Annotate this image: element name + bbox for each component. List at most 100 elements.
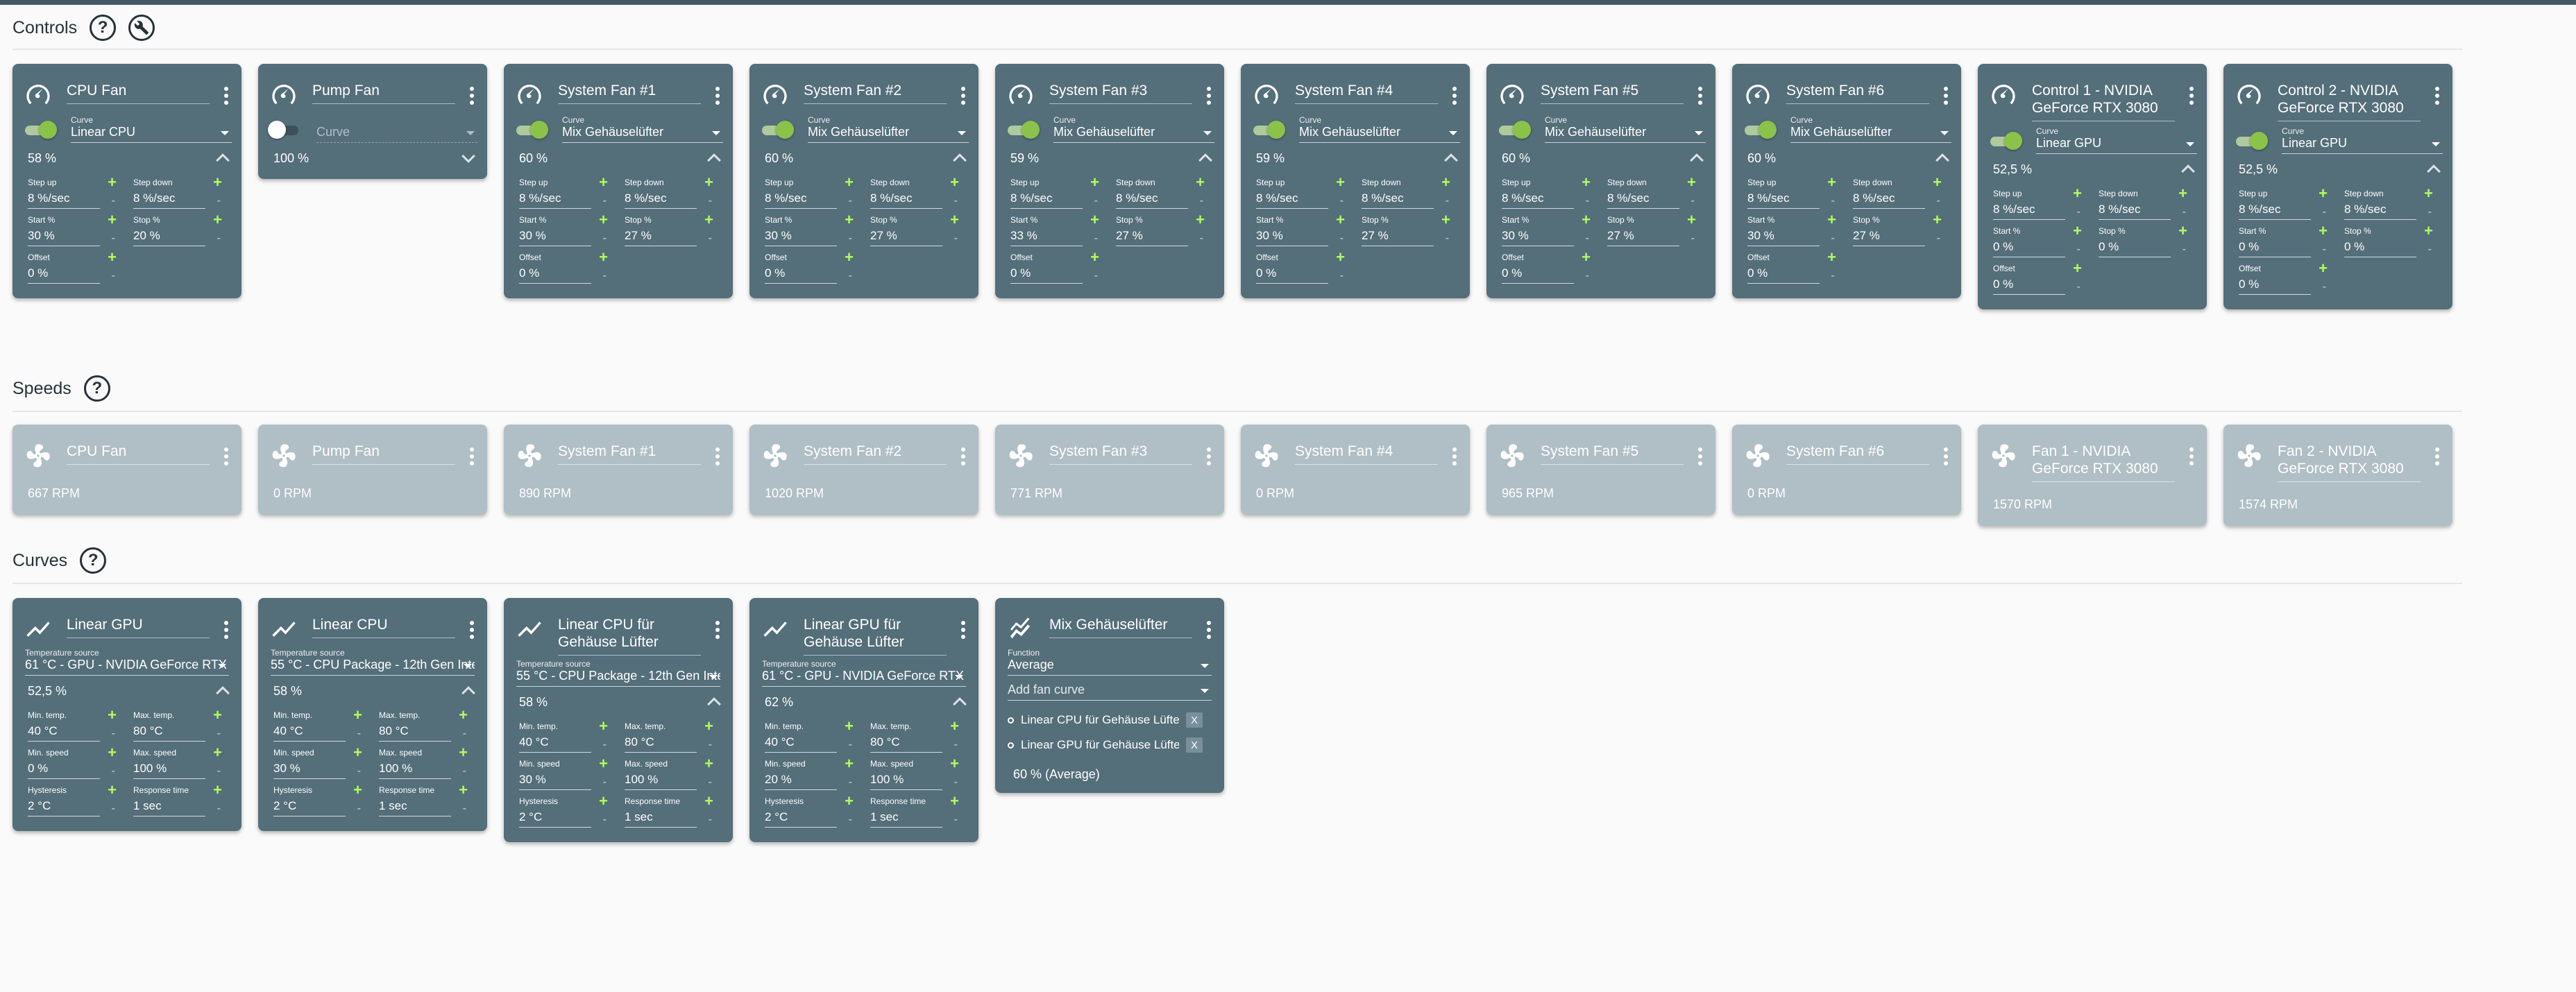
- minus-icon[interactable]: -: [2322, 206, 2326, 218]
- minus-icon[interactable]: -: [602, 270, 607, 282]
- min-temp-value[interactable]: 40 °C: [28, 723, 100, 742]
- more-vert-icon[interactable]: [466, 617, 477, 642]
- chevron-up-icon[interactable]: [216, 153, 230, 167]
- plus-icon[interactable]: +: [950, 173, 959, 191]
- more-vert-icon[interactable]: [1203, 617, 1214, 642]
- card-name-field[interactable]: System Fan #6: [1786, 82, 1929, 104]
- dropdown-arrow-icon[interactable]: [1203, 131, 1212, 135]
- stop-percent-field[interactable]: Stop %27 %+-: [1853, 212, 1946, 250]
- min-speed-value[interactable]: 20 %: [765, 771, 837, 790]
- minus-icon[interactable]: -: [1199, 195, 1203, 207]
- current-percent-row[interactable]: 52,5 %: [12, 676, 242, 706]
- minus-icon[interactable]: -: [1445, 232, 1449, 244]
- min-temp-field[interactable]: Min. temp.40 °C+-: [519, 719, 612, 756]
- minus-icon[interactable]: -: [1094, 232, 1098, 244]
- stop-percent-field[interactable]: Stop %27 %+-: [625, 212, 718, 250]
- plus-icon[interactable]: +: [108, 706, 117, 724]
- plus-icon[interactable]: +: [845, 248, 854, 266]
- dropdown-arrow-icon[interactable]: [709, 675, 718, 679]
- minus-icon[interactable]: -: [954, 739, 958, 751]
- minus-icon[interactable]: -: [848, 232, 852, 244]
- minus-icon[interactable]: -: [848, 814, 852, 826]
- min-speed-value[interactable]: 30 %: [519, 771, 591, 790]
- step-up-value[interactable]: 8 %/sec: [1502, 190, 1574, 209]
- minus-icon[interactable]: -: [2322, 281, 2326, 293]
- more-vert-icon[interactable]: [712, 83, 723, 108]
- stop-percent-value[interactable]: 27 %: [1362, 228, 1434, 246]
- dropdown-arrow-icon[interactable]: [2186, 142, 2194, 146]
- minus-icon[interactable]: -: [602, 232, 607, 244]
- plus-icon[interactable]: +: [108, 744, 117, 761]
- enable-toggle[interactable]: [1742, 121, 1777, 139]
- current-percent-row[interactable]: 59 %: [1241, 143, 1470, 173]
- card-name-field[interactable]: Pump Fan: [312, 443, 455, 465]
- step-down-value[interactable]: 8 %/sec: [133, 190, 205, 209]
- plus-icon[interactable]: +: [704, 173, 713, 191]
- dropdown-arrow-icon[interactable]: [464, 664, 472, 668]
- step-down-value[interactable]: 8 %/sec: [2099, 201, 2171, 220]
- enable-toggle[interactable]: [1988, 132, 2022, 150]
- minus-icon[interactable]: -: [111, 765, 115, 777]
- plus-icon[interactable]: +: [1582, 211, 1591, 228]
- card-name-field[interactable]: Control 2 - NVIDIA GeForce RTX 3080: [2278, 82, 2421, 121]
- dropdown-arrow-icon[interactable]: [1449, 131, 1457, 135]
- plus-icon[interactable]: +: [2178, 222, 2187, 239]
- minus-icon[interactable]: -: [217, 195, 221, 207]
- plus-icon[interactable]: +: [950, 792, 959, 810]
- card-name-field[interactable]: System Fan #4: [1295, 82, 1438, 104]
- add-fan-curve-select[interactable]: Add fan curve: [1008, 683, 1212, 701]
- step-up-value[interactable]: 8 %/sec: [519, 190, 591, 209]
- offset-value[interactable]: 0 %: [1993, 276, 2065, 295]
- start-percent-field[interactable]: Start %33 %+-: [1010, 212, 1103, 250]
- enable-toggle[interactable]: [2233, 132, 2268, 150]
- current-percent-row[interactable]: 58 %: [12, 143, 242, 173]
- plus-icon[interactable]: +: [599, 248, 608, 266]
- stop-percent-value[interactable]: 27 %: [1116, 228, 1188, 246]
- minus-icon[interactable]: -: [1094, 270, 1098, 282]
- start-percent-value[interactable]: 30 %: [519, 228, 591, 246]
- chevron-up-icon[interactable]: [461, 686, 475, 700]
- plus-icon[interactable]: +: [2319, 185, 2328, 202]
- minus-icon[interactable]: -: [1831, 195, 1835, 207]
- plus-icon[interactable]: +: [459, 744, 468, 761]
- plus-icon[interactable]: +: [2424, 185, 2433, 202]
- minus-icon[interactable]: -: [357, 765, 361, 777]
- step-up-value[interactable]: 8 %/sec: [1010, 190, 1083, 209]
- minus-icon[interactable]: -: [2076, 281, 2081, 293]
- hysteresis-value[interactable]: 2 °C: [765, 809, 837, 828]
- step-up-value[interactable]: 8 %/sec: [1747, 190, 1820, 209]
- minus-icon[interactable]: -: [1585, 232, 1589, 244]
- plus-icon[interactable]: +: [459, 706, 468, 724]
- minus-icon[interactable]: -: [954, 776, 958, 788]
- minus-icon[interactable]: -: [848, 195, 852, 207]
- start-percent-field[interactable]: Start %30 %+-: [1256, 212, 1349, 250]
- current-percent-row[interactable]: 100 %: [258, 143, 487, 173]
- stop-percent-field[interactable]: Stop %27 %+-: [1116, 212, 1209, 250]
- minus-icon[interactable]: -: [111, 803, 115, 814]
- card-name-field[interactable]: System Fan #5: [1541, 443, 1684, 465]
- start-percent-field[interactable]: Start %30 %+-: [28, 212, 121, 250]
- min-speed-value[interactable]: 0 %: [28, 760, 100, 779]
- more-vert-icon[interactable]: [2432, 444, 2443, 469]
- minus-icon[interactable]: -: [217, 803, 221, 814]
- plus-icon[interactable]: +: [1933, 173, 1942, 191]
- minus-icon[interactable]: -: [708, 232, 712, 244]
- card-name-field[interactable]: System Fan #2: [804, 443, 947, 465]
- minus-icon[interactable]: -: [1339, 195, 1344, 207]
- chevron-up-icon[interactable]: [1690, 153, 1704, 167]
- help-icon[interactable]: ?: [80, 547, 107, 574]
